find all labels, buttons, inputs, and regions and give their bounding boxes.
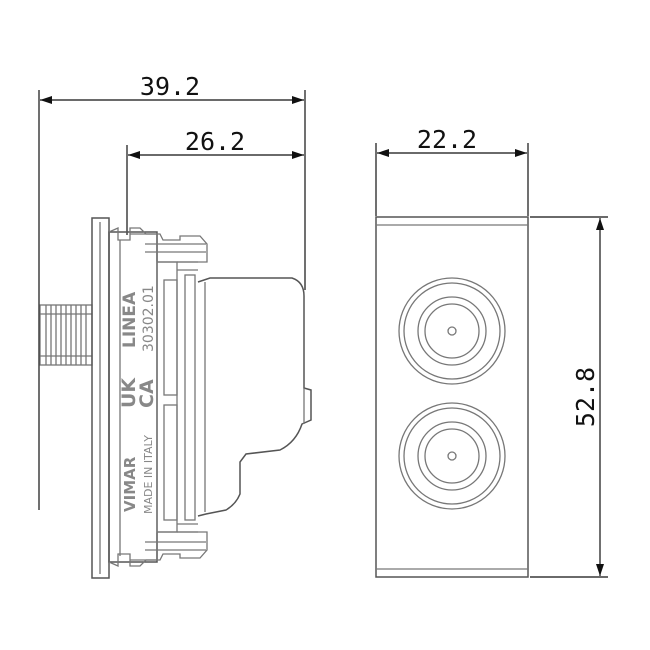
side-view: [39, 217, 312, 579]
embossed-markings: LINEA 30302.01 UK CA VIMAR MADE IN ITALY: [118, 285, 158, 514]
coax-socket-top: [398, 277, 506, 385]
dimension-front-width: 22.2: [375, 125, 529, 216]
embossed-code: 30302.01: [141, 285, 157, 352]
embossed-origin: MADE IN ITALY: [142, 435, 155, 514]
dimension-module-depth: 26.2: [126, 127, 304, 235]
embossed-line-name: LINEA: [120, 291, 140, 348]
coax-socket-bottom: [398, 402, 506, 510]
embossed-mark-uk: UK: [118, 377, 140, 408]
contact-block: [156, 261, 198, 533]
dimension-overall-depth: 39.2: [38, 72, 306, 510]
dimension-label-overall-depth: 39.2: [140, 72, 200, 101]
embossed-brand: VIMAR: [121, 456, 139, 512]
top-clip: [108, 226, 208, 263]
embossed-mark-ca: CA: [136, 379, 158, 408]
dimension-label-module-depth: 26.2: [185, 127, 245, 156]
bottom-clip: [108, 531, 208, 568]
front-faceplate: [375, 216, 529, 578]
dimension-label-front-width: 22.2: [417, 125, 477, 154]
dimension-front-height: 52.8: [530, 216, 608, 578]
dimension-label-front-height: 52.8: [571, 367, 600, 427]
front-view: [375, 216, 529, 578]
rear-housing: [197, 277, 312, 517]
threaded-connector: [39, 304, 93, 366]
